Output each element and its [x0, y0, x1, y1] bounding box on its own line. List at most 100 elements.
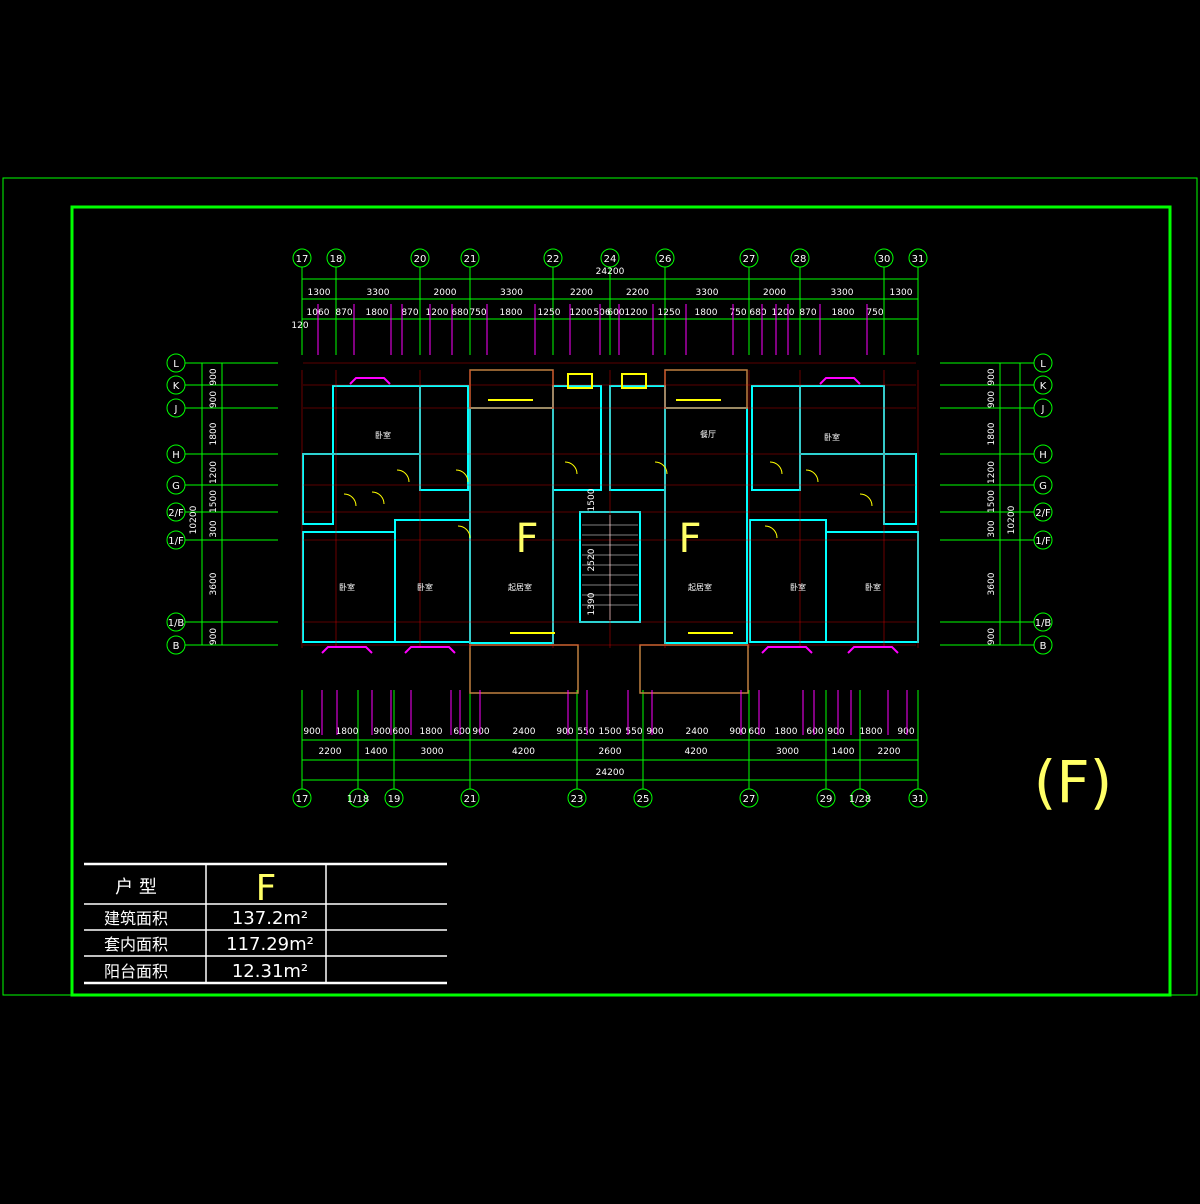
dimension-label: 1200: [570, 308, 593, 318]
axis-bubble-right: [1033, 502, 1053, 522]
axis-label-bottom: 19: [388, 794, 401, 805]
dimension-label: 900: [987, 628, 997, 645]
room-label: 起居室: [508, 582, 532, 592]
room-label: 餐厅: [700, 430, 716, 439]
axis-bubble-bottom: [633, 788, 653, 808]
axis-label-top: 24: [604, 254, 617, 265]
axis-label-top: 17: [296, 254, 309, 265]
dimension-label: 900: [209, 391, 219, 408]
axis-label-left: B: [173, 641, 180, 652]
dimension-label: 900: [209, 628, 219, 645]
dimension-label: 1200: [209, 461, 219, 484]
room-bedroom-se2: [749, 519, 827, 643]
dimension-label: 2200: [626, 288, 649, 298]
axis-bubble-top: [600, 248, 620, 268]
dimension-label: 3600: [209, 572, 219, 595]
room-label: 卧室: [417, 582, 433, 592]
dimension-label: 3300: [831, 288, 854, 298]
axis-label-bottom: 1/28: [849, 794, 871, 805]
dimension-label: 2200: [570, 288, 593, 298]
dimension-label: 1500: [587, 488, 597, 511]
dimension-label: 3300: [696, 288, 719, 298]
sink-e: [621, 373, 647, 389]
room-labels: 卧室 卧室 卧室 卧室 卧室 卧室 起居室 起居室 餐厅: [339, 430, 881, 592]
dimension-label: 2200: [878, 747, 901, 757]
dimension-label: 3300: [500, 288, 523, 298]
axis-label-left: H: [172, 450, 180, 461]
door-swing: [455, 469, 469, 483]
dimension-label: 1390: [587, 592, 597, 615]
door-swing: [654, 461, 668, 475]
dimension-label: 3300: [367, 288, 390, 298]
axis-bubble-left: [166, 530, 186, 550]
dimension-label: 2000: [763, 288, 786, 298]
dimension-label: 4200: [512, 747, 535, 757]
axis-label-left: L: [173, 359, 179, 370]
axis-label-right: H: [1039, 450, 1047, 461]
axis-label-left: G: [172, 481, 180, 492]
axis-bubble-top: [874, 248, 894, 268]
table-value-interior-area: 117.29m²: [226, 934, 314, 955]
axis-bubble-bottom: [292, 788, 312, 808]
axis-label-bottom: 21: [464, 794, 477, 805]
axis-bubble-bottom: [850, 788, 870, 808]
window-bay: [321, 646, 373, 654]
dimension-label: 1500: [209, 490, 219, 513]
axis-label-left: 1/F: [168, 536, 184, 547]
axis-bubble-top: [460, 248, 480, 268]
axis-bubble-top: [292, 248, 312, 268]
room-label: 卧室: [375, 430, 391, 440]
axis-bubble-bottom: [908, 788, 928, 808]
dimension-label: 3600: [987, 572, 997, 595]
axis-label-right: G: [1039, 481, 1047, 492]
dimension-label: 506: [593, 308, 610, 318]
dimension-label: 550: [625, 727, 642, 737]
dimension-label: 600: [392, 727, 409, 737]
dimension-label: 1800: [832, 308, 855, 318]
dimension-label: 1500: [987, 490, 997, 513]
axis-label-bottom: 25: [637, 794, 650, 805]
dimension-label: 870: [401, 308, 418, 318]
dimension-label: 2400: [686, 727, 709, 737]
door-swing: [805, 469, 819, 483]
dimension-label: 1200: [625, 308, 648, 318]
dimension-label: 1800: [420, 727, 443, 737]
dimension-label: 1800: [860, 727, 883, 737]
total-width-bottom: 24200: [596, 768, 625, 778]
door-swing: [564, 461, 578, 475]
dimension-label: 1200: [772, 308, 795, 318]
axis-label-left: J: [174, 404, 178, 415]
axis-bubble-bottom: [384, 788, 404, 808]
axis-bubble-left: [166, 444, 186, 464]
dimension-label: 2200: [319, 747, 342, 757]
dimension-label: 1400: [832, 747, 855, 757]
dimension-label: 10200: [1007, 505, 1017, 534]
dimension-label: 1800: [987, 422, 997, 445]
axis-label-bottom: 31: [912, 794, 925, 805]
room-label: 卧室: [790, 582, 806, 592]
dimension-label: 1300: [890, 288, 913, 298]
axis-label-top: 21: [464, 254, 477, 265]
dimension-label: 300: [987, 520, 997, 537]
total-width-top: 24200: [596, 267, 625, 277]
dimension-label: 900: [897, 727, 914, 737]
dimension-label: 600: [806, 727, 823, 737]
axis-bubble-top: [543, 248, 563, 268]
dimension-label: 900: [209, 368, 219, 385]
axis-label-bottom: 1/18: [347, 794, 369, 805]
dimension-label: 1250: [658, 308, 681, 318]
axis-bubble-top: [326, 248, 346, 268]
dimension-label: 600: [607, 308, 624, 318]
table-value-gross-area: 137.2m²: [232, 908, 308, 929]
dimension-label: 900: [472, 727, 489, 737]
axis-bubble-top: [739, 248, 759, 268]
axis-label-right: 2/F: [1035, 508, 1051, 519]
axis-bubble-left: [166, 475, 186, 495]
axis-bubble-right: [1033, 530, 1053, 550]
dimension-label: 750: [469, 308, 486, 318]
axis-label-bottom: 29: [820, 794, 833, 805]
